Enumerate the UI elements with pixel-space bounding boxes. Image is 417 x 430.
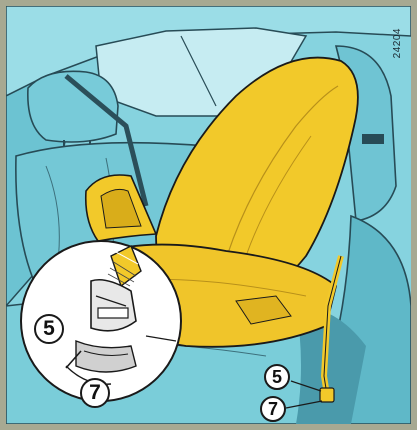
callout-7-inset: 7 [80,378,110,408]
front-seat-latch [362,134,384,144]
callout-5-inset: 5 [34,314,64,344]
callout-7-right: 7 [260,396,286,422]
child-seat-illustration: 24204 5 7 5 7 [6,6,411,424]
buckle [320,388,334,402]
callout-5-right: 5 [264,364,290,390]
illustration-svg [6,6,411,424]
reference-code: 24204 [392,28,403,58]
